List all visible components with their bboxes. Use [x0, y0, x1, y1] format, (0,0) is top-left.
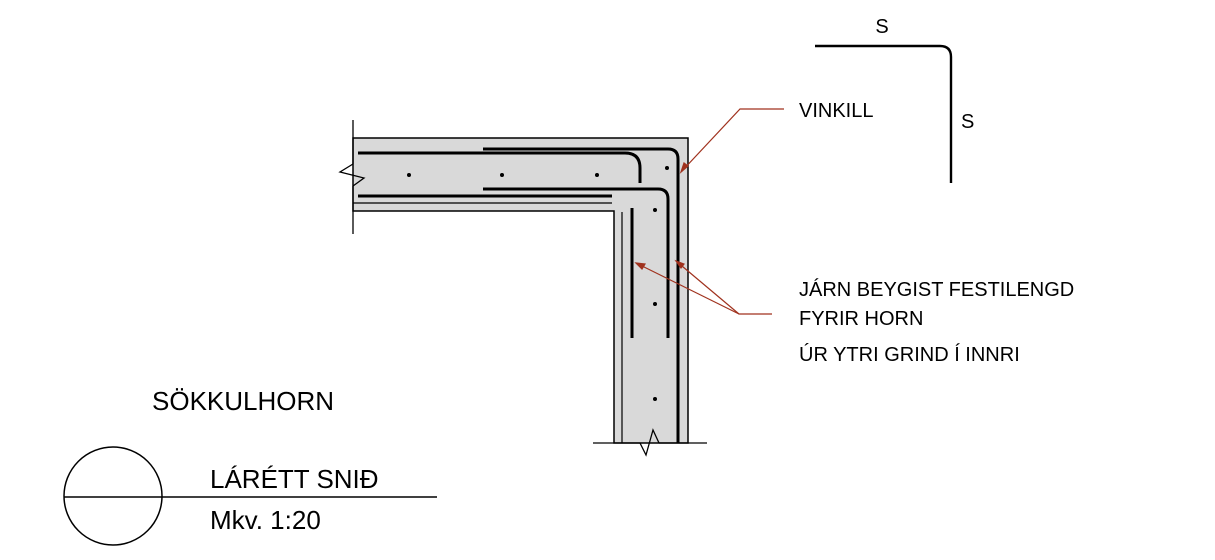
bar-note-line-1: JÁRN BEYGIST FESTILENGD: [799, 278, 1074, 301]
angle-top-label: S: [875, 16, 888, 38]
section-view-name: LÁRÉTT SNIÐ: [210, 464, 379, 494]
concrete-wall-fill: [352, 137, 689, 444]
vinkill-leader-arrow: [679, 162, 689, 174]
vinkill-label: VINKILL: [799, 100, 873, 122]
section-marker-circle: [63, 446, 163, 546]
rebar-dot: [665, 166, 669, 170]
rebar-dot: [407, 173, 411, 177]
straight-rebar-horizontal: [358, 151, 642, 183]
bar-note-line-2: FYRIR HORN: [799, 308, 923, 330]
bottom-break-symbol: [639, 428, 660, 457]
lap-rebar-bent: [483, 187, 670, 338]
bar-note-leader-1-arrow: [674, 259, 685, 270]
section-marker: LÁRÉTT SNIÐ Mkv. 1:20: [63, 446, 437, 546]
drawing-title: SÖKKULHORN: [152, 386, 334, 416]
leader-lines: [634, 108, 784, 315]
angle-profile-line: [815, 44, 953, 183]
bar-note-line-3: ÚR YTRI GRIND Í INNRI: [799, 343, 1020, 366]
left-break-symbol: [338, 163, 366, 187]
section-scale: Mkv. 1:20: [210, 505, 321, 535]
bar-note-leader-2-arrow: [634, 262, 646, 270]
rebar-dot: [595, 173, 599, 177]
rebar-dot: [653, 397, 657, 401]
foundation-corner-section: [338, 120, 707, 457]
rebar-dot: [653, 208, 657, 212]
rebar-dot: [500, 173, 504, 177]
vinkill-leader: [680, 108, 784, 173]
outer-rebar-bent: [483, 147, 680, 443]
angle-profile-symbol: S S: [815, 16, 974, 183]
rebar-dot: [653, 302, 657, 306]
bar-note-leader-2: [635, 262, 740, 315]
angle-side-label: S: [961, 111, 974, 133]
